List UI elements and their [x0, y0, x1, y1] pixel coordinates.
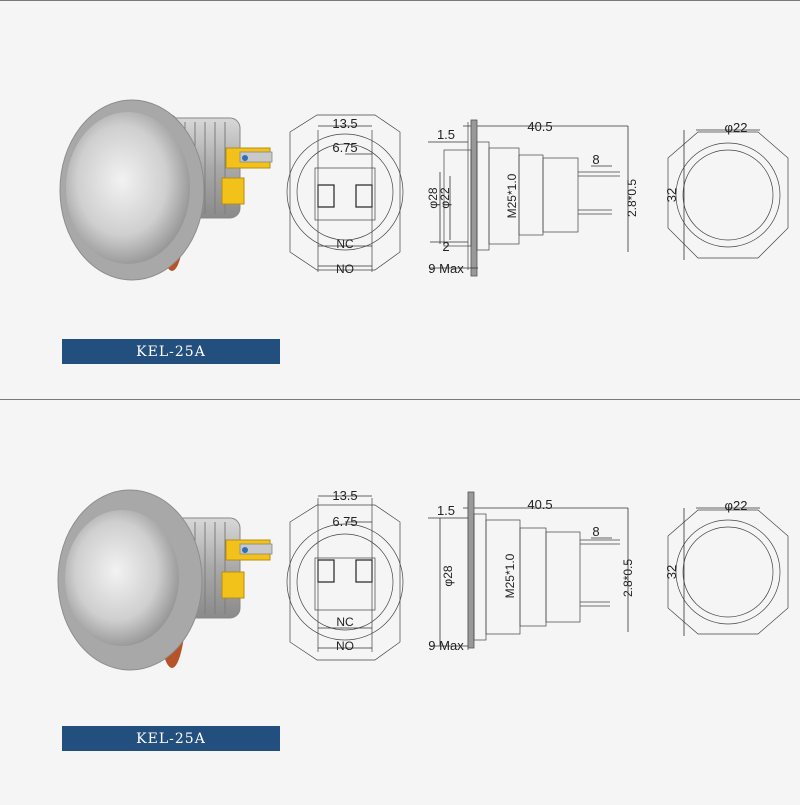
front-view	[286, 495, 404, 661]
thread-dim: M25*1.0	[505, 173, 519, 218]
terminal-size-dim: 2.8*0.5	[625, 179, 639, 217]
terminal-dim: 8	[592, 152, 599, 167]
front-view	[286, 114, 404, 272]
inset-dim: 2	[442, 239, 449, 254]
model-label: KEL-25A	[62, 339, 280, 364]
product-panel-2: 13.5 6.75 NC NO 40.5 1.5 φ28 9 Max M25*1…	[0, 400, 800, 800]
side-length-dim: 40.5	[527, 497, 552, 512]
top-divider	[0, 0, 800, 1]
no-label: NO	[336, 639, 354, 653]
drawing-sheet: 13.5 6.75 NC NO 40.5 1.5 φ2	[59, 99, 789, 281]
side-view	[428, 491, 629, 650]
max-dim: 9 Max	[428, 638, 464, 653]
thread-dim: M25*1.0	[503, 553, 517, 598]
solder-terminals	[221, 539, 273, 599]
front-pitch-dim: 6.75	[332, 514, 357, 529]
model-label: KEL-25A	[62, 726, 280, 751]
terminal-dim: 8	[592, 524, 599, 539]
button-photo	[57, 489, 273, 671]
top-height-dim: 32	[664, 565, 679, 579]
front-pitch-dim: 6.75	[332, 140, 357, 155]
nc-label: NC	[336, 615, 354, 629]
middle-divider	[0, 399, 800, 400]
top-phi-dim: φ22	[725, 120, 748, 135]
button-cap	[66, 112, 190, 264]
side-view	[428, 119, 629, 277]
flange-dim: 1.5	[437, 127, 455, 142]
no-label: NO	[336, 262, 354, 276]
phi-inner-dim: φ22	[438, 187, 452, 208]
front-width-dim: 13.5	[332, 488, 357, 503]
phi-outer-dim: φ28	[426, 187, 440, 208]
button-photo	[59, 99, 273, 281]
top-phi-dim: φ22	[725, 498, 748, 513]
top-view	[667, 129, 789, 260]
top-view	[667, 507, 789, 636]
product-panel-1: 13.5 6.75 NC NO 40.5 1.5 φ2	[0, 0, 800, 400]
flange-dim: 1.5	[437, 503, 455, 518]
button-cap	[65, 510, 179, 646]
solder-terminals	[221, 147, 273, 205]
nc-label: NC	[336, 237, 354, 251]
front-width-dim: 13.5	[332, 116, 357, 131]
max-dim: 9 Max	[428, 261, 464, 276]
side-length-dim: 40.5	[527, 119, 552, 134]
terminal-size-dim: 2.8*0.5	[621, 559, 635, 597]
top-height-dim: 32	[664, 188, 679, 202]
drawing-sheet: 13.5 6.75 NC NO 40.5 1.5 φ28 9 Max M25*1…	[57, 488, 789, 671]
phi-outer-dim: φ28	[441, 565, 455, 586]
